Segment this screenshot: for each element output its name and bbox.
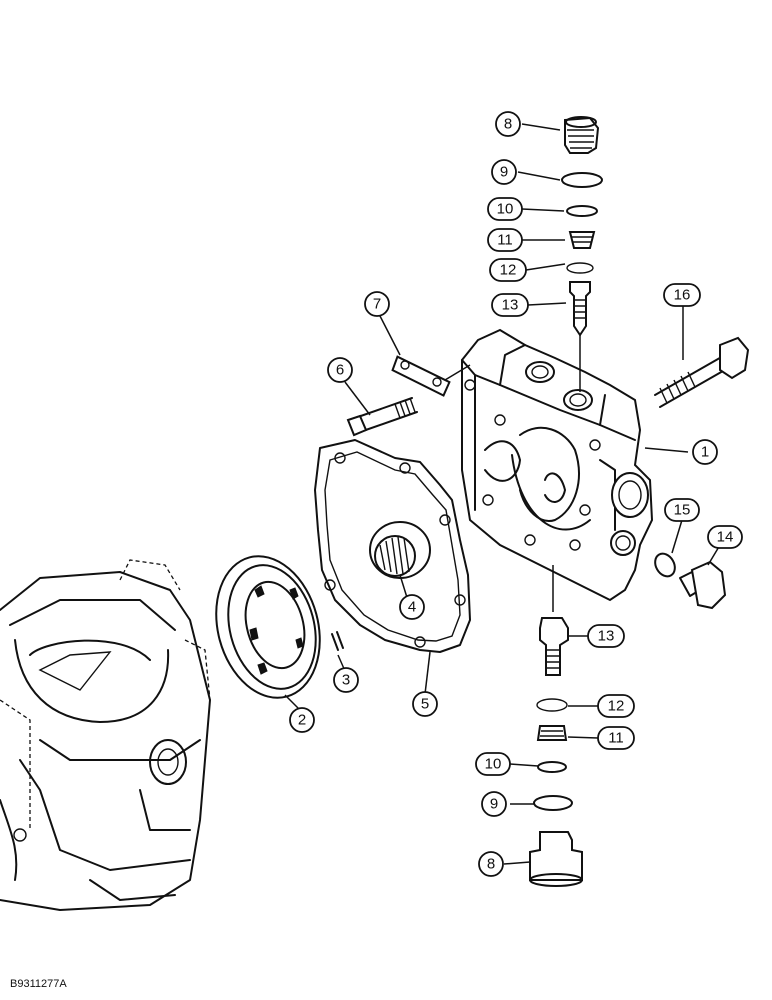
callout-14-label: 14 [717,529,734,546]
callout-10-bottom-label: 10 [485,756,502,773]
callout-12-top: 12 [489,258,527,282]
callout-11-top-label: 11 [497,232,513,249]
callout-3: 3 [333,667,359,693]
callout-9-bottom-label: 9 [490,796,498,813]
callout-4-label: 4 [408,599,416,616]
callout-2: 2 [289,707,315,733]
callout-11-bottom-label: 11 [608,730,624,747]
end-cover-housing [461,328,654,602]
retaining-plate [391,355,471,397]
callout-15: 15 [664,498,700,522]
needle-bearing [369,521,431,579]
hex-plug [679,560,727,610]
callout-15-label: 15 [674,502,691,519]
callout-12-bottom: 12 [597,694,635,718]
valve-plate [215,555,321,699]
callout-9-top-label: 9 [500,164,508,181]
callout-3-label: 3 [342,672,350,689]
callouts: 8 9 10 11 12 13 16 7 [284,111,743,877]
callout-7-label: 7 [373,296,381,313]
callout-5-label: 5 [421,696,429,713]
top-relief-valve-stack [561,116,603,392]
callout-8-top-label: 8 [504,116,512,133]
callout-10-top-label: 10 [497,201,514,218]
callout-11-bottom: 11 [597,726,635,750]
callout-8-bottom: 8 [478,851,504,877]
callout-13-bottom-label: 13 [598,628,615,645]
callout-12-bottom-label: 12 [608,698,625,715]
callout-10-top: 10 [487,197,523,221]
callout-12-top-label: 12 [500,262,517,279]
callout-16: 16 [663,283,701,307]
callout-9-bottom: 9 [481,791,507,817]
callout-7: 7 [364,291,390,317]
callout-2-label: 2 [298,712,306,729]
gasket [314,439,471,653]
callout-13-top: 13 [491,293,529,317]
callout-16-label: 16 [674,287,691,304]
socket-head-bolt [346,397,418,437]
callout-13-bottom: 13 [587,624,625,648]
hex-bolt [654,336,750,408]
callout-1: 1 [692,439,718,465]
callout-11-top: 11 [487,228,523,252]
pump-housing [0,559,211,911]
callout-14: 14 [707,525,743,549]
callout-13-top-label: 13 [502,297,519,314]
callout-1-label: 1 [701,444,709,461]
callout-8-bottom-label: 8 [487,856,495,873]
callout-10-bottom: 10 [475,752,511,776]
callout-6: 6 [327,357,353,383]
o-ring-small [654,552,676,578]
callout-8-top: 8 [495,111,521,137]
dowel-pin [331,631,344,651]
callout-4: 4 [399,594,425,620]
callout-6-label: 6 [336,362,344,379]
callout-9-top: 9 [491,159,517,185]
figure-id: B9311277A [10,978,67,990]
bottom-relief-valve-stack [529,565,583,887]
callout-5: 5 [412,691,438,717]
